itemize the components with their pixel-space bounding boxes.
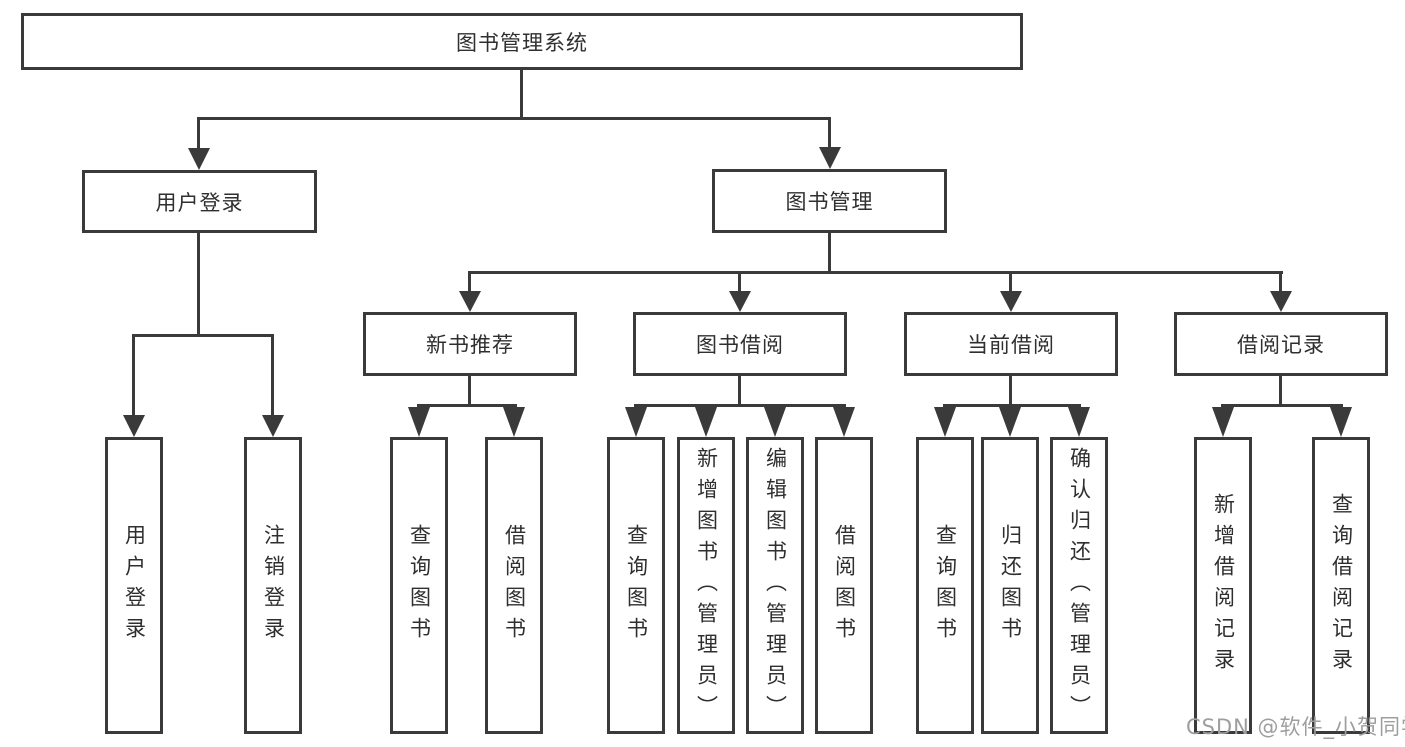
- connector-line: [828, 117, 831, 150]
- connector-line: [132, 334, 274, 337]
- leaf-return-book-label: 归还图书: [998, 523, 1023, 648]
- arrowhead-down-icon: [503, 407, 525, 437]
- arrowhead-down-icon: [625, 407, 647, 437]
- connector-line: [468, 376, 471, 407]
- connector-line: [828, 233, 831, 274]
- node-borrow-record: 借阅记录: [1174, 312, 1388, 376]
- connector-line: [1009, 376, 1012, 407]
- leaf-confirm-return-admin: 确认归还（管理员）: [1050, 437, 1108, 734]
- node-current-borrow: 当前借阅: [904, 312, 1118, 376]
- arrowhead-down-icon: [764, 407, 786, 437]
- connector-line: [738, 271, 741, 293]
- leaf-query-book-recommend-label: 查询图书: [407, 523, 432, 648]
- arrowhead-down-icon: [1330, 407, 1352, 437]
- node-root-label: 图书管理系统: [456, 30, 588, 55]
- connector-line: [943, 404, 1081, 407]
- leaf-query-book-current: 查询图书: [916, 437, 974, 734]
- node-book-management: 图书管理: [712, 169, 947, 233]
- arrowhead-down-icon: [408, 407, 430, 437]
- arrowhead-down-icon: [1068, 407, 1090, 437]
- connector-line: [634, 404, 846, 407]
- connector-line: [468, 271, 1283, 274]
- leaf-user-login-label: 用户登录: [122, 523, 147, 648]
- leaf-user-login: 用户登录: [105, 437, 163, 734]
- leaf-add-borrow-record: 新增借阅记录: [1194, 437, 1252, 734]
- node-book-borrow-label: 图书借阅: [696, 333, 784, 357]
- connector-line: [271, 334, 274, 416]
- connector-line: [1279, 271, 1282, 293]
- connector-line: [738, 376, 741, 407]
- node-new-book-recommend-label: 新书推荐: [426, 333, 514, 357]
- leaf-query-borrow-record: 查询借阅记录: [1312, 437, 1370, 734]
- arrowhead-down-icon: [833, 407, 855, 437]
- connector-line: [197, 117, 831, 120]
- leaf-add-borrow-record-label: 新增借阅记录: [1211, 492, 1236, 679]
- connector-line: [468, 271, 471, 293]
- leaf-query-book-current-label: 查询图书: [933, 523, 958, 648]
- arrowhead-down-icon: [1212, 407, 1234, 437]
- connector-line: [1009, 271, 1012, 293]
- arrowhead-down-icon: [459, 291, 481, 312]
- leaf-query-book-borrow: 查询图书: [607, 437, 665, 734]
- arrowhead-down-icon: [1000, 291, 1022, 312]
- connector-line: [132, 334, 135, 416]
- leaf-add-book-admin: 新增图书（管理员）: [677, 437, 735, 734]
- leaf-borrow-book-recommend-label: 借阅图书: [502, 523, 527, 648]
- leaf-edit-book-admin: 编辑图书（管理员）: [746, 437, 804, 734]
- arrowhead-down-icon: [188, 148, 210, 170]
- arrowhead-down-icon: [819, 147, 841, 169]
- arrowhead-down-icon: [934, 407, 956, 437]
- connector-line: [1279, 376, 1282, 407]
- leaf-query-book-borrow-label: 查询图书: [624, 523, 649, 648]
- node-new-book-recommend: 新书推荐: [363, 312, 577, 376]
- node-borrow-record-label: 借阅记录: [1237, 333, 1325, 357]
- arrowhead-down-icon: [262, 415, 284, 437]
- connector-line: [417, 404, 517, 407]
- connector-line: [197, 233, 200, 337]
- node-user-login-label: 用户登录: [155, 190, 244, 215]
- node-user-login: 用户登录: [82, 170, 317, 233]
- leaf-return-book: 归还图书: [981, 437, 1039, 734]
- leaf-borrow-book-label: 借阅图书: [832, 523, 857, 648]
- leaf-edit-book-admin-label: 编辑图书（管理员）: [763, 447, 788, 726]
- arrowhead-down-icon: [729, 291, 751, 312]
- node-book-borrow: 图书借阅: [633, 312, 847, 376]
- leaf-logout-label: 注销登录: [261, 523, 286, 648]
- node-book-management-label: 图书管理: [785, 190, 874, 214]
- arrowhead-down-icon: [1270, 291, 1292, 312]
- connector-line: [520, 70, 523, 119]
- arrowhead-down-icon: [123, 415, 145, 437]
- csdn-watermark: CSDN @软件_小贺同学: [1186, 715, 1405, 739]
- node-root: 图书管理系统: [21, 13, 1023, 70]
- leaf-add-book-admin-label: 新增图书（管理员）: [694, 447, 719, 726]
- leaf-borrow-book-recommend: 借阅图书: [485, 437, 543, 734]
- leaf-query-borrow-record-label: 查询借阅记录: [1329, 492, 1354, 679]
- leaf-query-book-recommend: 查询图书: [390, 437, 448, 734]
- connector-line: [1221, 404, 1343, 407]
- node-current-borrow-label: 当前借阅: [967, 333, 1055, 357]
- arrowhead-down-icon: [695, 407, 717, 437]
- leaf-borrow-book: 借阅图书: [815, 437, 873, 734]
- leaf-logout: 注销登录: [244, 437, 302, 734]
- connector-line: [197, 117, 200, 151]
- arrowhead-down-icon: [999, 407, 1021, 437]
- leaf-confirm-return-admin-label: 确认归还（管理员）: [1067, 447, 1092, 726]
